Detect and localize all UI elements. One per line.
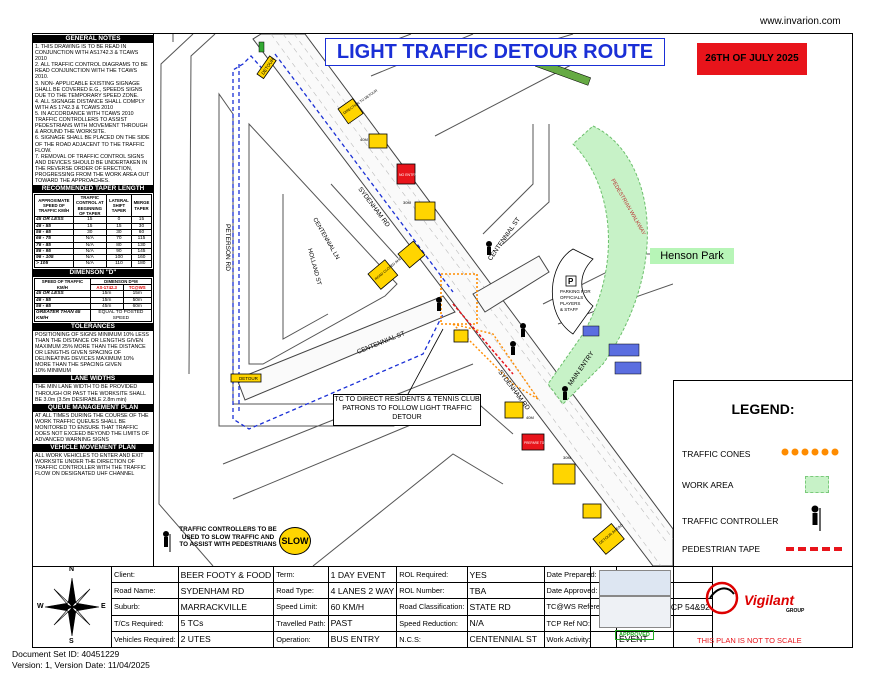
distance-marker: 40M (526, 415, 534, 420)
general-notes-text: 1. THIS DRAWING IS TO BE READ IN CONJUNC… (35, 44, 150, 185)
logo-sub: GROUP (786, 608, 805, 614)
notes-panel: GENERAL NOTES 1. THIS DRAWING IS TO BE R… (33, 34, 154, 566)
taper-col-header: APPROXIMATE SPEED OF TRAFFIC KM/H (34, 194, 74, 218)
tc-slow-note: TRAFFIC CONTROLLERS TO BE USED TO SLOW T… (179, 526, 277, 548)
compass-e: E (101, 603, 106, 610)
parking-icon (565, 275, 577, 287)
pedestrian-tape-swatch (786, 547, 842, 551)
svg-text:OFFICIALS: OFFICIALS (560, 295, 583, 300)
logo-name: Vigilant (744, 592, 795, 608)
version-info: Version: 1, Version Date: 11/04/2025 (12, 660, 150, 670)
barrier-blocks (582, 325, 642, 375)
event-date-banner: 26TH OF JULY 2025 (697, 43, 807, 75)
traffic-light-icon (258, 41, 265, 53)
permit-card-image (599, 570, 671, 596)
page-title: LIGHT TRAFFIC DETOUR ROUTE (325, 38, 665, 66)
distance-marker: 30M (403, 200, 411, 205)
site-url[interactable]: www.invarion.com (760, 16, 841, 27)
taper-table: APPROXIMATE SPEED OF TRAFFIC KM/H TRAFFI… (34, 194, 153, 268)
worker-sign-5 (453, 329, 469, 343)
table-row: Vehicles Required:2 UTES Operation:BUS E… (111, 630, 713, 648)
distance-marker: 40M (360, 137, 368, 142)
work-area-swatch (805, 476, 829, 493)
lane-widths-text: THE MIN LANE WIDTH TO BE PROVIDED THROUG… (35, 384, 146, 403)
legend-panel: LEGEND: TRAFFIC CONES WORK AREA TRAFFIC … (673, 380, 853, 567)
project-info-table: Client:BEER FOOTY & FOOD Term:1 DAY EVEN… (111, 565, 713, 648)
document-set-id: Document Set ID: 40451229 (12, 649, 120, 659)
traffic-controller-icon (811, 505, 821, 531)
table-row: Road Name:SYDENHAM RD Road Type:4 LANES … (111, 582, 713, 600)
svg-text:& STAFF: & STAFF (560, 307, 578, 312)
svg-text:P: P (568, 277, 574, 286)
legend-item-work-area: WORK AREA (682, 480, 734, 490)
company-logo-area: Vigilant GROUP (673, 566, 854, 648)
dimension-d-header: DIMENSON "D" (33, 268, 153, 277)
worker-sign-6 (582, 503, 602, 519)
parking-label: PARKING FOR (560, 289, 591, 294)
compass-w: W (37, 603, 44, 610)
detour-sign-left: DETOUR (230, 373, 262, 383)
park-label: Henson Park (650, 248, 734, 264)
taper-col-header: TRAFFIC CONTROL AT BEGINNING OF TAPER (72, 194, 107, 218)
worker-sign-3 (414, 201, 436, 221)
queue-text: AT ALL TIMES DURING THE COURSE OF THE WO… (35, 412, 150, 444)
svg-text:NO ENTRY: NO ENTRY (399, 173, 418, 177)
tolerances-header: TOLERANCES (33, 322, 153, 331)
vehicle-text: ALL WORK VEHICLES TO ENTER AND EXIT WORK… (35, 453, 146, 478)
traffic-controller-icon (436, 241, 568, 400)
lane-widths-header: LANE WIDTHS (33, 375, 153, 384)
compass-s: S (69, 638, 74, 645)
legend-item-cones: TRAFFIC CONES (682, 449, 751, 459)
scale-note: THIS PLAN IS NOT TO SCALE (697, 636, 802, 645)
tolerances-text: POSITIONING OF SIGNS MINIMUM 10% LESS TH… (35, 331, 149, 375)
taper-header: RECOMMENDED TAPER LENGTH (33, 185, 153, 194)
svg-text:DETOUR: DETOUR (239, 376, 259, 381)
vigilant-logo-icon (705, 581, 739, 615)
worker-sign-4 (368, 133, 388, 149)
no-entry-sign: NO ENTRY (396, 163, 418, 185)
legend-title: LEGEND: (731, 401, 795, 417)
slow-sign: SLOW (279, 527, 311, 555)
worker-sign-1 (552, 463, 576, 485)
site-map: P PARKING FOR OFFICIALS PLAYERS & STAFF … (153, 34, 673, 566)
worker-sign-2 (504, 401, 524, 419)
legend-item-pedestrian-tape: PEDESTRIAN TAPE (682, 544, 761, 554)
permit-card-image (599, 596, 671, 628)
taper-col-header: LATERAL SHIFT TAPER (105, 194, 132, 218)
compass-n: N (69, 566, 75, 573)
distance-marker: 30M (563, 455, 571, 460)
taper-col-header: MERGE TAPER (130, 194, 153, 218)
approval-stamp-area: APPROVED (590, 566, 674, 648)
svg-text:PLAYERS: PLAYERS (560, 301, 580, 306)
approved-stamp: APPROVED (615, 630, 654, 640)
direction-sign-centennial (397, 240, 426, 269)
legend-item-traffic-controller: TRAFFIC CONTROLLER (682, 516, 779, 526)
prepare-to-stop-sign: PREPARE TO STOP (521, 433, 554, 451)
vehicle-header: VEHICLE MOVEMENT PLAN (33, 444, 153, 453)
traffic-controller-icon (163, 531, 171, 552)
note-pointer (407, 328, 444, 395)
drawing-frame (32, 33, 853, 648)
queue-header: QUEUE MANAGEMENT PLAN (33, 403, 153, 412)
compass: N S W E (33, 566, 112, 648)
tc-direction-note: TC TO DIRECT RESIDENTS & TENNIS CLUB PAT… (333, 394, 481, 426)
svg-text:PREPARE TO STOP: PREPARE TO STOP (524, 441, 554, 445)
traffic-cones-icon (781, 448, 839, 456)
street-peterson-rd: PETERSON RD (224, 224, 231, 271)
compass-rose-icon (44, 577, 100, 637)
general-notes-header: GENERAL NOTES (33, 35, 153, 43)
